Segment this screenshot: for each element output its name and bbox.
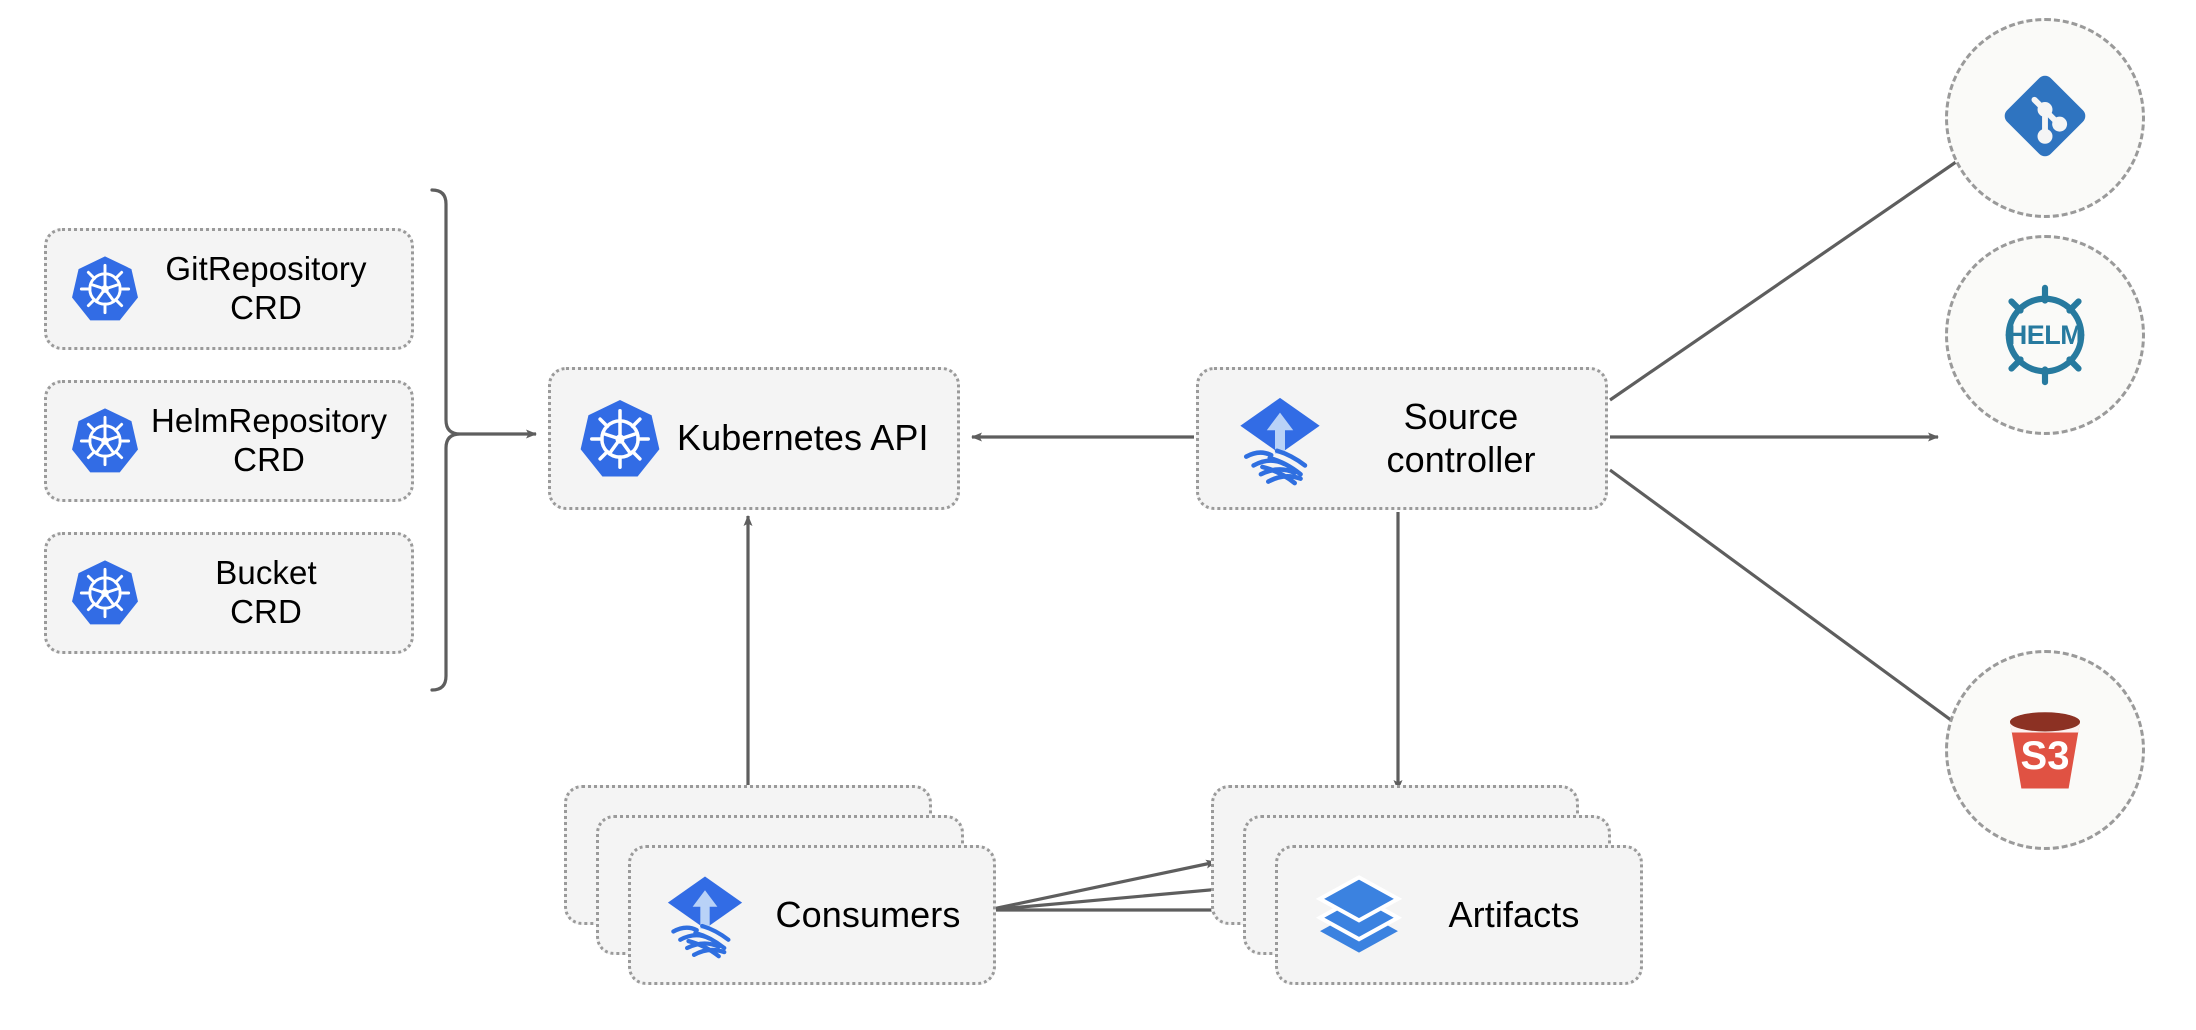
node-source-controller[interactable]: Source controller [1196,367,1608,510]
helm-icon: HELM [1987,277,2103,393]
crd-group-bracket [430,188,461,692]
external-source-helm[interactable]: HELM [1945,235,2145,435]
node-consumers[interactable]: Consumers [628,845,996,985]
node-helmrepository-crd[interactable]: HelmRepository CRD [44,380,414,502]
node-bucket-crd[interactable]: Bucket CRD [44,532,414,654]
edge-consumers-to-artifacts-1 [987,859,1217,912]
node-label: Bucket CRD [215,554,317,630]
external-source-git[interactable] [1945,18,2145,218]
node-gitrepository-crd[interactable]: GitRepository CRD [44,228,414,350]
node-kubernetes-api[interactable]: Kubernetes API [548,367,960,510]
external-source-s3[interactable]: S3 [1945,650,2145,850]
node-label: HelmRepository CRD [151,402,388,478]
s3-wordmark: S3 [2020,733,2070,778]
edge-source-controller-to-s3 [1609,468,1986,747]
node-label: Kubernetes API [677,417,929,459]
node-label: Consumers [775,893,961,935]
node-label: Source controller [1386,396,1536,480]
edge-source-controller-to-git [1609,138,1989,402]
helm-wordmark: HELM [2007,319,2083,350]
kubernetes-icon [69,557,141,629]
kubernetes-icon [577,396,663,482]
node-label: GitRepository CRD [165,250,367,326]
layers-icon [1316,872,1402,958]
git-icon [1993,64,2097,173]
node-label: Artifacts [1448,893,1580,935]
kubernetes-icon [69,405,141,477]
kubernetes-icon [69,253,141,325]
flux-icon [661,871,749,959]
s3-icon: S3 [1989,694,2101,806]
flux-icon [1233,392,1327,486]
edge-consumers-to-artifacts-2 [987,883,1244,912]
node-artifacts[interactable]: Artifacts [1275,845,1643,985]
